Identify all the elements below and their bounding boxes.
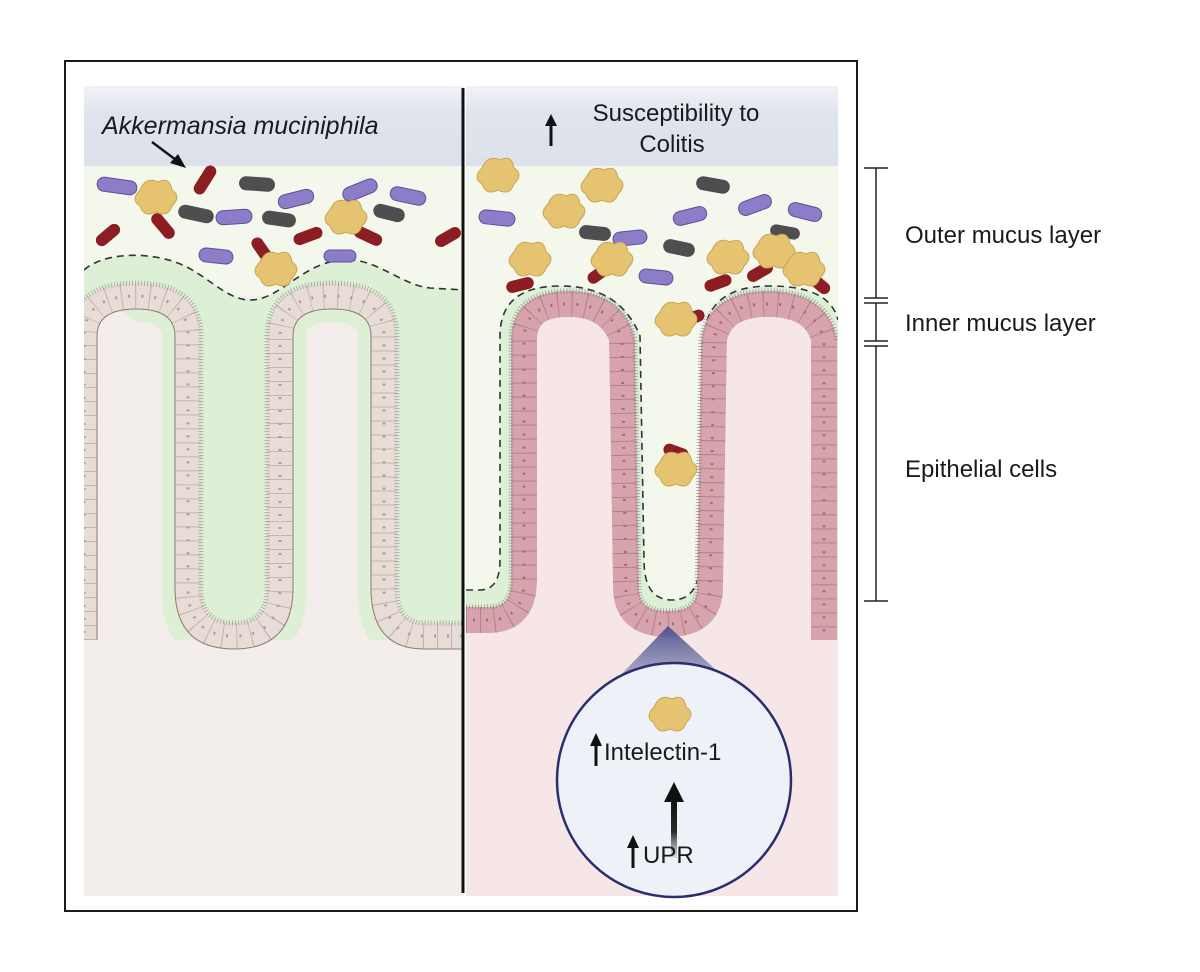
left-epithelium: [84, 280, 464, 650]
left-tissue-body: [84, 322, 464, 896]
left-bacteria-cluster: [95, 165, 461, 287]
left-header-band: [84, 86, 464, 166]
right-epithelium: [466, 288, 838, 640]
pointer-arrow-icon: [151, 141, 186, 168]
outer-mucus-label: Outer mucus layer: [905, 222, 1101, 249]
inset-circle: [555, 661, 793, 899]
upr-label: UPR: [643, 842, 694, 869]
up-arrow-icon: [545, 114, 557, 146]
right-title-line-1: Susceptibility to: [593, 100, 760, 127]
causal-arrow-icon: [664, 782, 684, 858]
left-panel-title: Akkermansia muciniphila: [100, 112, 379, 140]
right-header-band: [466, 86, 838, 166]
right-inner-mucus-boundary: [466, 285, 838, 601]
right-title-line-2: Colitis: [639, 131, 704, 158]
epithelial-cells-label: Epithelial cells: [905, 456, 1057, 483]
intelectin-up-arrow-icon: [590, 733, 602, 766]
upr-up-arrow-icon: [627, 835, 639, 868]
inset-magnified-cell: Intelectin-1 UPR: [555, 661, 793, 899]
inner-mucus-label: Inner mucus layer: [905, 310, 1096, 337]
left-panel: [84, 86, 464, 896]
intelectin-label: Intelectin-1: [604, 739, 721, 766]
intelectin-icon: [648, 696, 692, 732]
right-bacteria-cluster: [476, 157, 831, 487]
left-inner-mucus-boundary: [84, 254, 464, 301]
layer-brackets: [864, 167, 888, 602]
